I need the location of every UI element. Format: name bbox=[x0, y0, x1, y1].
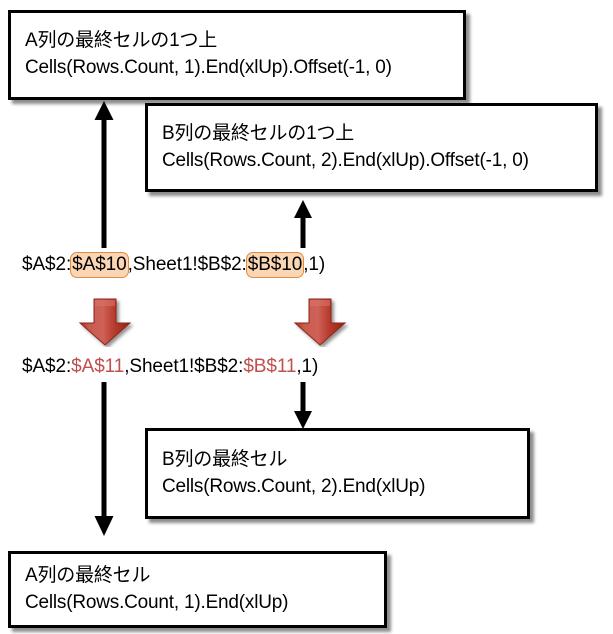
formula-after-segment-1: $A$2: bbox=[22, 356, 72, 377]
formula-before-segment-2: ,Sheet1!$B$2: bbox=[127, 254, 247, 275]
formula-after-segment-2: ,Sheet1!$B$2: bbox=[124, 356, 244, 377]
formula-before-segment-1: $A$2: bbox=[22, 254, 72, 275]
formula-before: $A$2:$A$10,Sheet1!$B$2:$B$10,1) bbox=[22, 252, 325, 278]
callout-box-a-column-last: A列の最終セル Cells(Rows.Count, 1).End(xlUp) bbox=[8, 551, 387, 628]
formula-after-segment-3: ,1) bbox=[296, 356, 319, 377]
up-arrow-to-a-offset-box bbox=[90, 100, 118, 248]
box-a-last-line1: A列の最終セル bbox=[25, 564, 151, 586]
box-a-offset-line1: A列の最終セルの1つ上 bbox=[25, 30, 218, 52]
box-b-last-line1: B列の最終セル bbox=[162, 448, 288, 470]
box-a-last-line2: Cells(Rows.Count, 1).End(xlUp) bbox=[25, 591, 289, 613]
formula-after: $A$2:$A$11,Sheet1!$B$2:$B$11,1) bbox=[22, 357, 318, 376]
red-transform-arrow-column-a bbox=[76, 297, 134, 347]
highlight-b10: $B$10 bbox=[245, 252, 305, 278]
callout-box-b-column-offset: B列の最終セルの1つ上 Cells(Rows.Count, 2).End(xlU… bbox=[145, 103, 598, 192]
callout-box-b-column-last: B列の最終セル Cells(Rows.Count, 2).End(xlUp) bbox=[145, 428, 530, 519]
box-b-last-line2: Cells(Rows.Count, 2).End(xlUp) bbox=[162, 475, 426, 497]
changed-ref-a11: $A$11 bbox=[71, 356, 125, 377]
highlight-a10: $A$10 bbox=[70, 252, 129, 278]
formula-before-segment-3: ,1) bbox=[303, 254, 326, 275]
changed-ref-b11: $B$11 bbox=[243, 356, 297, 377]
box-a-offset-line2: Cells(Rows.Count, 1).End(xlUp).Offset(-1… bbox=[25, 57, 392, 78]
box-b-offset-line1: B列の最終セルの1つ上 bbox=[162, 122, 355, 144]
box-b-offset-line2: Cells(Rows.Count, 2).End(xlUp).Offset(-1… bbox=[162, 149, 529, 171]
down-arrow-to-a-last-box bbox=[90, 382, 118, 537]
red-transform-arrow-column-b bbox=[291, 297, 349, 347]
callout-box-a-column-offset: A列の最終セルの1つ上 Cells(Rows.Count, 1).End(xlU… bbox=[8, 10, 466, 100]
down-arrow-to-b-last-box bbox=[289, 382, 317, 430]
up-arrow-to-b-offset-box bbox=[289, 200, 317, 248]
